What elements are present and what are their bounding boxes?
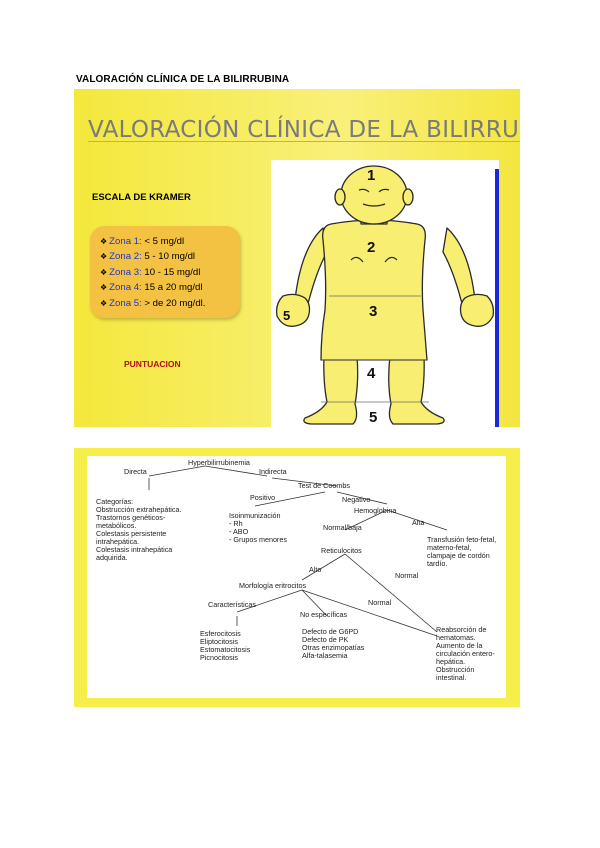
edge-caracteristicas: Características <box>208 601 256 609</box>
node-esferocitosis: Esferocitosis Eliptocitosis Estomatocito… <box>200 630 250 662</box>
node-reticulocitos: Reticulocitos <box>321 547 362 555</box>
body-figure-panel: 1 2 3 4 5 5 <box>271 160 499 427</box>
zone-item: ❖Zona 5: > de 20 mg/dl. <box>100 296 240 311</box>
zone-list: ❖Zona 1: < 5 mg/dl ❖Zona 2: 5 - 10 mg/dl… <box>90 226 240 311</box>
slide-title: VALORACIÓN CLÍNICA DE LA BILIRRUBINA <box>88 117 520 143</box>
zone-number-3: 3 <box>369 303 377 320</box>
zone-name: Zona 5: <box>109 298 142 309</box>
node-hemoglobina: Hemoglobina <box>354 507 396 515</box>
zone-item: ❖Zona 2: 5 - 10 mg/dl <box>100 249 240 264</box>
diamond-bullet-icon: ❖ <box>100 268 107 277</box>
zone-box: ❖Zona 1: < 5 mg/dl ❖Zona 2: 5 - 10 mg/dl… <box>90 226 240 318</box>
diamond-bullet-icon: ❖ <box>100 252 107 261</box>
edge-directa: Directa <box>124 468 147 476</box>
zone-number-2: 2 <box>367 239 375 256</box>
diamond-bullet-icon: ❖ <box>100 299 107 308</box>
node-isoinmunizacion: Isoinmunización - Rh - ABO - Grupos meno… <box>229 512 287 544</box>
zone-name: Zona 4: <box>109 282 142 293</box>
node-transfusion: Transfusión feto-fetal, materno-fetal, c… <box>427 536 496 568</box>
zone-value: 5 - 10 mg/dl <box>142 251 195 262</box>
edge-indirecta: Indirecta <box>259 468 287 476</box>
zone-number-4: 4 <box>367 365 376 382</box>
zone-name: Zona 2: <box>109 251 142 262</box>
zone-value: < 5 mg/dl <box>142 236 184 247</box>
edge-alto: Alto <box>309 566 321 574</box>
node-defectos: Defecto de G6PD Defecto de PK Otras enzi… <box>302 628 364 660</box>
zone-value: 10 - 15 mg/dl <box>142 267 201 278</box>
flowchart: Hyperbilirrubinemia Directa Indirecta Te… <box>87 456 506 698</box>
edge-positivo: Positivo <box>250 494 275 502</box>
edge-normal-baja: Normal/baja <box>323 524 362 532</box>
accent-bar <box>495 169 499 427</box>
zone-value: 15 a 20 mg/dl <box>142 282 203 293</box>
zone-item: ❖Zona 3: 10 - 15 mg/dl <box>100 265 240 280</box>
zone-value: > de 20 mg/dl. <box>142 298 206 309</box>
zone-item: ❖Zona 4: 15 a 20 mg/dl <box>100 280 240 295</box>
node-coombs: Test de Coombs <box>298 482 350 490</box>
edge-normal: Normal <box>395 572 418 580</box>
score-label: PUNTUACION <box>124 359 181 369</box>
title-divider <box>88 141 520 142</box>
scale-label: ESCALA DE KRAMER <box>92 192 191 203</box>
edge-alta: Alta <box>412 519 424 527</box>
zone-item: ❖Zona 1: < 5 mg/dl <box>100 234 240 249</box>
flowchart-slide: Hyperbilirrubinemia Directa Indirecta Te… <box>74 448 520 707</box>
node-reabsorcion: Reabsorción de hematomas. Aumento de la … <box>436 626 495 682</box>
zone-name: Zona 1: <box>109 236 142 247</box>
zone-number-5-feet: 5 <box>369 409 377 426</box>
zone-number-5-hand: 5 <box>283 308 290 323</box>
edge-no-especificas: No específicas <box>300 611 347 619</box>
node-morfologia: Morfología eritrocitos <box>239 582 306 590</box>
kramer-slide: VALORACIÓN CLÍNICA DE LA BILIRRUBINA ESC… <box>74 89 520 427</box>
kramer-body-figure: 1 2 3 4 5 5 <box>271 160 499 427</box>
zone-number-1: 1 <box>367 167 375 184</box>
edge-normal-2: Normal <box>368 599 391 607</box>
zone-name: Zona 3: <box>109 267 142 278</box>
page-title: VALORACIÓN CLÍNICA DE LA BILIRRUBINA <box>76 74 289 85</box>
node-categorias: Categorías: Obstrucción extrahepática. T… <box>96 498 182 562</box>
diamond-bullet-icon: ❖ <box>100 283 107 292</box>
node-hyperbilirubinemia: Hyperbilirrubinemia <box>188 459 250 467</box>
diamond-bullet-icon: ❖ <box>100 237 107 246</box>
edge-negativo: Negativo <box>342 496 370 504</box>
